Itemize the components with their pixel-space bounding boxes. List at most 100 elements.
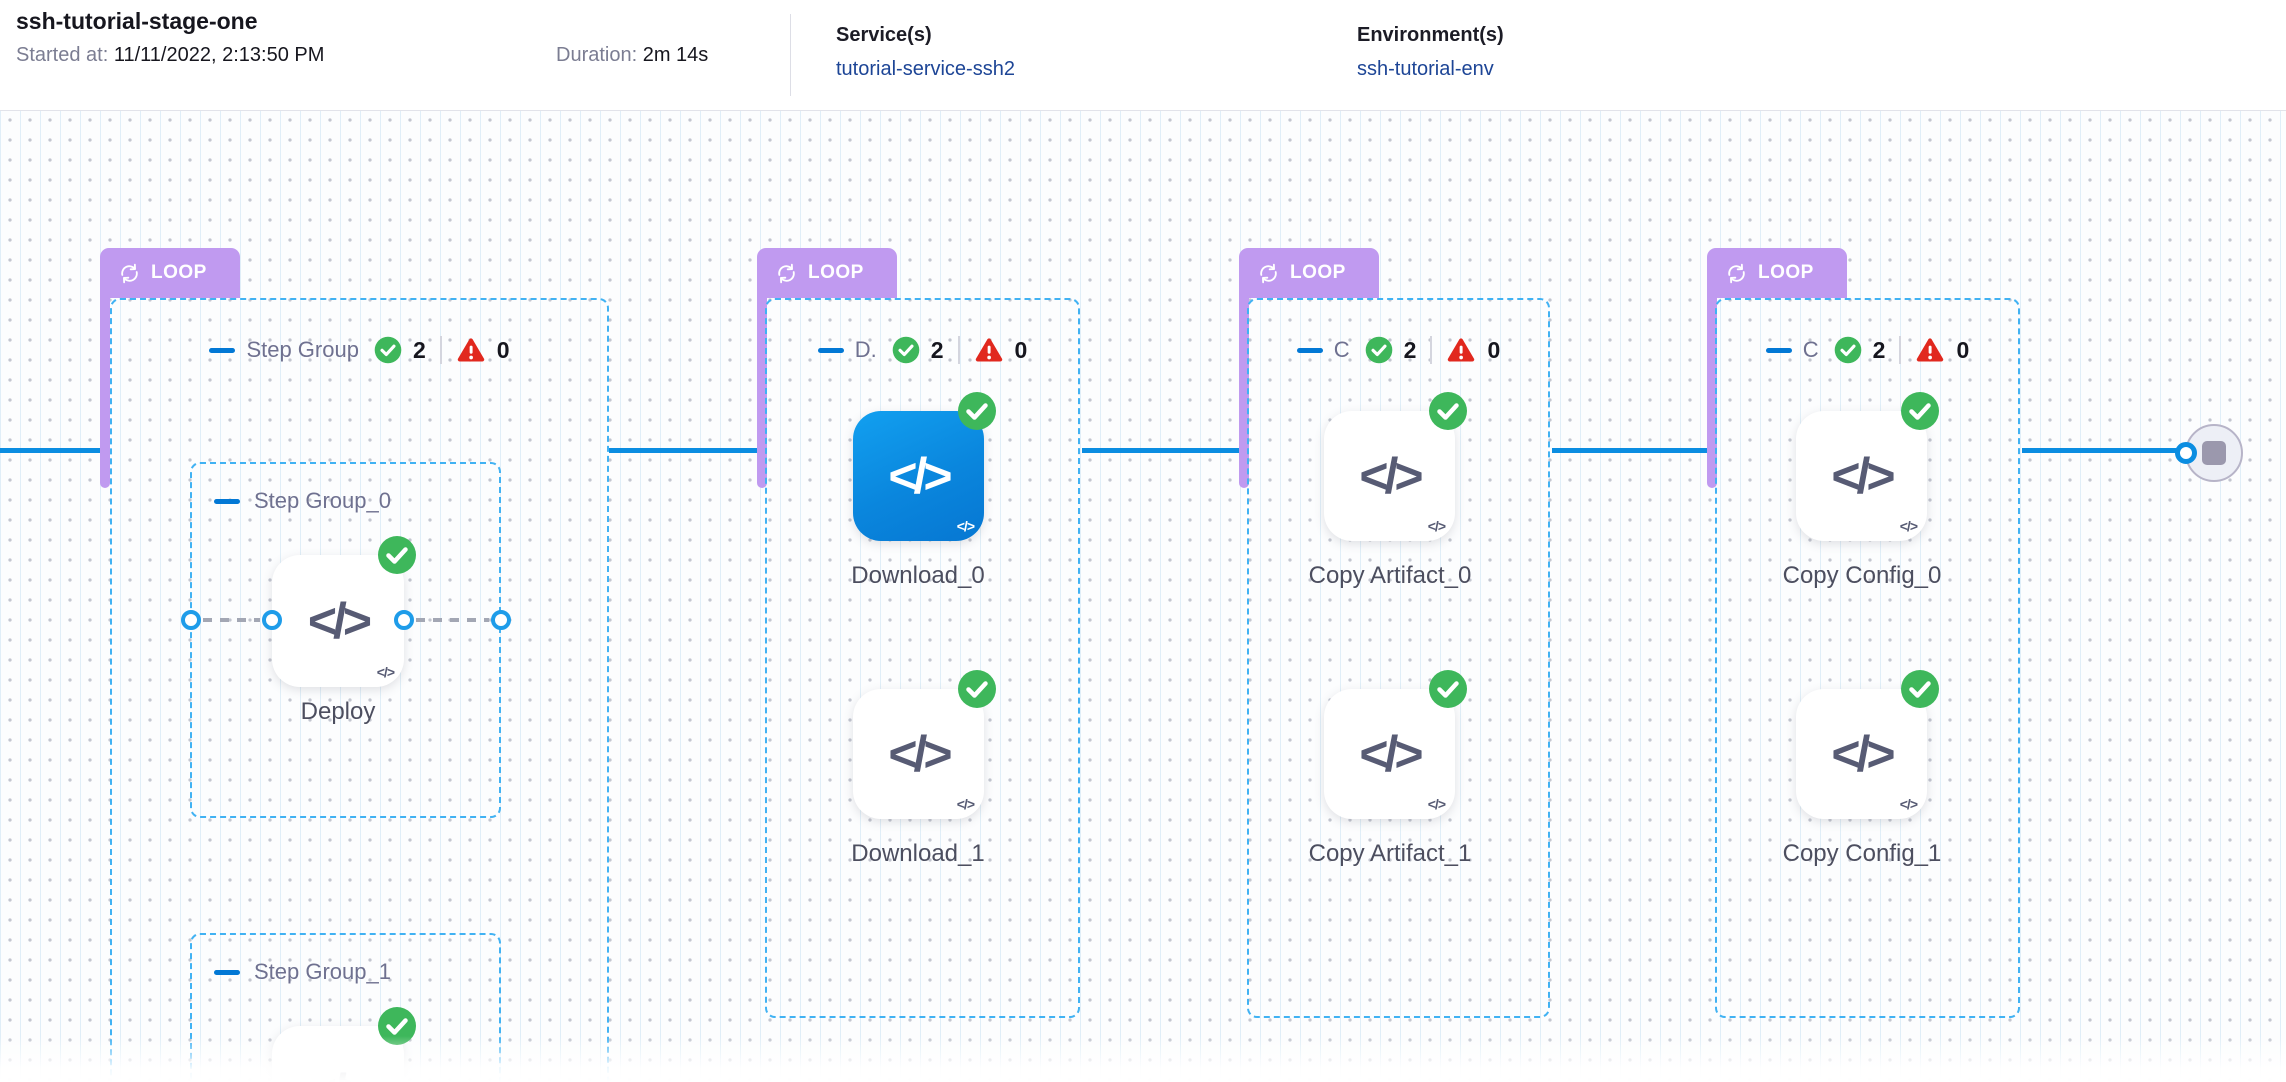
- nested-group-header: Step Group_1: [214, 959, 395, 985]
- step-group-container[interactable]: Step Group 2 0: [110, 298, 609, 1082]
- failure-count-icon: [974, 337, 1004, 364]
- success-check-icon: [377, 1006, 417, 1046]
- step-label: Copy Artifact_0: [1308, 562, 1472, 589]
- group-name: Step Group: [246, 337, 359, 362]
- loop-strip: [1707, 296, 1717, 488]
- connection-port: [2175, 442, 2197, 464]
- success-count: 2: [930, 336, 944, 363]
- step-node-download-0[interactable]: </> </>: [853, 392, 996, 541]
- loop-badge: LOOP: [757, 248, 897, 298]
- step-node-deploy[interactable]: </> </>: [272, 536, 416, 687]
- code-icon: </>: [1359, 448, 1423, 504]
- duration-value: 2m 14s: [642, 44, 709, 66]
- failure-count: 0: [1014, 336, 1028, 363]
- code-icon-small: </>: [376, 664, 395, 680]
- loop-badge: LOOP: [1707, 248, 1847, 298]
- collapse-dash-icon[interactable]: [1765, 347, 1792, 353]
- step-node-download-1[interactable]: </> </>: [853, 670, 996, 819]
- step-node[interactable]: </>: [272, 1007, 416, 1082]
- collapse-dash-icon[interactable]: [214, 498, 240, 504]
- success-count-icon: [892, 336, 920, 364]
- collapse-dash-icon[interactable]: [1296, 347, 1323, 353]
- environments-block: Environment(s) ssh-tutorial-env: [1357, 24, 1504, 81]
- success-count-icon: [1365, 336, 1393, 364]
- code-icon: </>: [888, 448, 952, 504]
- loop-badge: LOOP: [1239, 248, 1379, 298]
- failure-count: 0: [496, 336, 510, 363]
- nested-step-group[interactable]: Step Group_0: [190, 462, 501, 818]
- code-icon: </>: [1831, 448, 1895, 504]
- group-name: C: [1333, 337, 1350, 362]
- code-icon: </>: [888, 726, 952, 782]
- environments-label: Environment(s): [1357, 24, 1504, 46]
- connection-port: [394, 610, 414, 630]
- copy-config-group-container[interactable]: C 2 0: [1715, 298, 2020, 1018]
- step-label: Copy Config_1: [1782, 840, 1942, 867]
- success-count: 2: [1403, 336, 1417, 363]
- download-group-container[interactable]: D. 2 0: [765, 298, 1080, 1018]
- code-icon: </>: [1359, 726, 1423, 782]
- pipeline-connector-line: [2022, 448, 2188, 453]
- service-link[interactable]: tutorial-service-ssh2: [836, 58, 1015, 80]
- node-connector-dashed: [416, 618, 489, 622]
- collapse-dash-icon[interactable]: [209, 347, 236, 353]
- failure-count: 0: [1956, 336, 1970, 363]
- collapse-dash-icon[interactable]: [817, 347, 844, 353]
- nested-step-group[interactable]: Step Group_1: [190, 933, 501, 1082]
- node-connector-dashed: [203, 618, 260, 622]
- success-check-icon: [957, 391, 997, 431]
- stop-square-icon: [2202, 441, 2226, 465]
- pipeline-end-node: [2185, 424, 2243, 482]
- group-header: Step Group 2 0: [112, 336, 607, 364]
- loop-icon: [1725, 262, 1748, 285]
- pipeline-connector-line: [1552, 448, 1709, 453]
- success-check-icon: [957, 669, 997, 709]
- code-icon-small: </>: [1427, 796, 1446, 812]
- success-count-icon: [1834, 336, 1862, 364]
- group-header: C 2 0: [1717, 336, 2018, 364]
- duration-label: Duration:: [556, 44, 638, 66]
- success-check-icon: [1428, 669, 1468, 709]
- pipeline-connector-line: [0, 448, 104, 453]
- code-icon-small: </>: [1899, 796, 1918, 812]
- pipeline-graph-canvas[interactable]: LOOP LOOP LOOP LOOP Step Group 2 0: [0, 110, 2286, 1082]
- group-name: D.: [854, 337, 877, 362]
- nested-group-header: Step Group_0: [214, 488, 395, 514]
- step-node-copy-artifact-1[interactable]: </> </>: [1324, 670, 1467, 819]
- code-icon: </>: [308, 1067, 372, 1082]
- environment-link[interactable]: ssh-tutorial-env: [1357, 58, 1494, 80]
- execution-header: ssh-tutorial-stage-one Started at: 11/11…: [0, 0, 2286, 111]
- header-divider: [790, 14, 791, 96]
- connection-port: [181, 610, 201, 630]
- count-divider: [957, 336, 960, 364]
- loop-strip: [757, 296, 767, 488]
- count-divider: [439, 336, 442, 364]
- success-count: 2: [1872, 336, 1886, 363]
- failure-count: 0: [1487, 336, 1501, 363]
- group-header: D. 2 0: [767, 336, 1078, 364]
- success-count-icon: [374, 336, 402, 364]
- collapse-dash-icon[interactable]: [214, 969, 240, 975]
- group-name: C: [1802, 337, 1819, 362]
- step-node-copy-config-0[interactable]: </> </>: [1796, 392, 1939, 541]
- count-divider: [1430, 336, 1433, 364]
- loop-icon: [118, 262, 141, 285]
- success-check-icon: [1900, 391, 1940, 431]
- duration: Duration: 2m 14s: [556, 44, 708, 67]
- code-icon: </>: [307, 593, 372, 649]
- copy-artifact-group-container[interactable]: C 2 0: [1247, 298, 1550, 1018]
- count-divider: [1899, 336, 1902, 364]
- started-at: Started at: 11/11/2022, 2:13:50 PM: [16, 44, 324, 67]
- step-label: Deploy: [300, 698, 376, 725]
- success-count: 2: [412, 336, 426, 363]
- services-label: Service(s): [836, 24, 932, 46]
- step-node-copy-artifact-0[interactable]: </> </>: [1324, 392, 1467, 541]
- step-node-copy-config-1[interactable]: </> </>: [1796, 670, 1939, 819]
- loop-icon: [775, 262, 798, 285]
- loop-strip: [100, 296, 110, 488]
- loop-badge: LOOP: [100, 248, 240, 298]
- code-icon-small: </>: [956, 518, 975, 534]
- group-header: C 2 0: [1249, 336, 1548, 364]
- stage-title: ssh-tutorial-stage-one: [16, 8, 258, 34]
- failure-count-icon: [1446, 337, 1476, 364]
